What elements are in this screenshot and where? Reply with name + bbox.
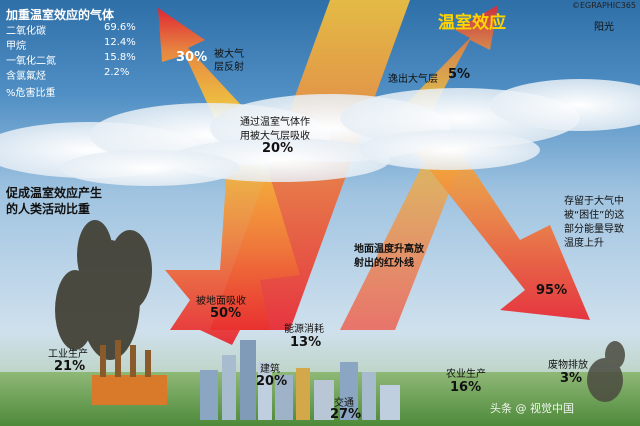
building-pct: 20% [256,374,288,389]
gases-heading: 加重温室效应的气体 [6,8,115,22]
trapped-line-2: 被“困住”的这 [564,210,625,221]
energy-label: 能源消耗 [284,324,324,335]
escaped-label: 逸出大气层 [388,74,438,85]
factory-smoke [55,220,152,360]
traffic-pct: 27% [330,407,362,422]
ground-absorb-label: 被地面吸收 [196,296,246,307]
industry-label: 工业生产 [48,349,88,360]
absorbed-line-2: 用被大气层吸收 [240,131,310,142]
reflected-label-2: 层反射 [214,62,244,73]
cloud-band [0,79,640,186]
absorbed-line-1: 通过温室气体作 [240,117,310,128]
waste-pct: 3% [560,371,583,386]
watermark: 头条 @ 视觉中国 [490,402,574,415]
infrared-arrow [340,130,470,330]
waste-label: 废物排放 [548,360,588,371]
escaped-pct: 5% [448,67,471,82]
human-line-1: 促成温室效应产生 [6,186,103,200]
reflected-label-1: 被大气 [214,49,244,60]
energy-pct: 13% [290,335,322,350]
infrared-line-1: 地面温度升高放 [354,244,424,255]
sunlight-label: 阳光 [594,22,614,33]
agriculture-label: 农业生产 [446,369,486,380]
human-line-2: 的人类活动比重 [6,202,91,216]
trapped-arrow [390,120,590,320]
gas-name-1: 甲烷 [6,41,26,52]
ground-absorb-arrow [165,150,300,345]
city-skyline [200,340,400,420]
trapped-line-4: 温度上升 [564,238,604,249]
gas-value-3: 2.2% [104,67,130,78]
agriculture-pct: 16% [450,380,482,395]
credit-text: ©EGRAPHIC365 [571,1,636,10]
gas-value-0: 69.6% [104,22,136,33]
factory [92,340,167,405]
industry-pct: 21% [54,359,86,374]
gas-value-2: 15.8% [104,52,136,63]
gas-value-1: 12.4% [104,37,136,48]
trapped-line-1: 存留于大气中 [564,196,624,207]
gas-name-2: 一氧化二氮 [6,56,56,67]
gas-name-3: 含氯氟烃 [6,71,46,82]
escaped-arrow [395,5,498,115]
gas-name-0: 二氧化碳 [6,26,46,37]
reflected-arrow [158,8,255,120]
ground-absorb-pct: 50% [210,306,242,321]
trapped-pct: 95% [536,283,568,298]
infrared-line-2: 射出的红外线 [354,258,414,269]
diagram-title: 温室效应 [438,13,506,33]
trapped-line-3: 部分能量导致 [564,224,624,235]
waste-smoke [587,341,625,402]
reflected-pct: 30% [176,50,208,65]
gases-footnote: %危害比重 [6,88,56,99]
absorbed-pct: 20% [262,141,294,156]
traffic-label: 交通 [334,398,354,409]
building-label: 建筑 [260,364,280,375]
